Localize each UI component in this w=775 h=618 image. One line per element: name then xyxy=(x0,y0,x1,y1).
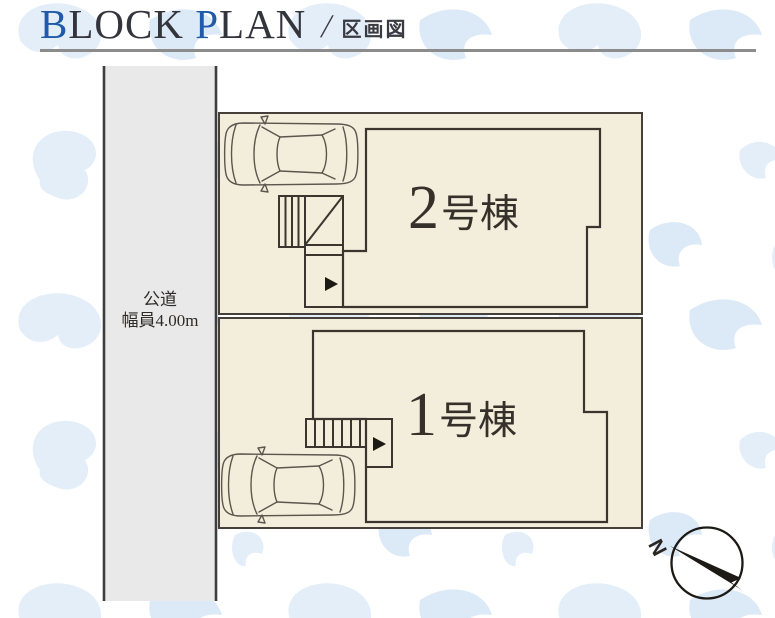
page-title: BLOCK PLAN xyxy=(40,4,306,45)
building-2-label: 2 号棟 xyxy=(408,174,520,242)
building-2-suffix: 号棟 xyxy=(441,193,520,237)
building-2-footprint xyxy=(341,127,602,309)
page-subtitle: 区画図 xyxy=(341,19,408,41)
title-lan: LAN xyxy=(219,1,307,47)
road-type-label: 公道 xyxy=(143,290,177,309)
title-separator-slash: / xyxy=(318,9,336,45)
title-lock: LOCK xyxy=(68,1,196,47)
title-letter-p: P xyxy=(195,1,220,47)
header-divider xyxy=(40,49,756,52)
title-letter-b: B xyxy=(40,1,69,47)
building-2-entrance-arrow-icon xyxy=(325,277,338,291)
road-width-label: 幅員4.00m xyxy=(121,310,199,330)
building-1-porch xyxy=(365,418,393,468)
lot-2-parcel xyxy=(218,112,643,315)
compass-needle xyxy=(670,546,742,590)
building-1-number: 1 xyxy=(406,381,437,449)
road-label: 公道 幅員4.00m xyxy=(104,290,216,331)
building-1-label: 1 号棟 xyxy=(406,381,518,449)
road-strip xyxy=(102,66,218,601)
lot-1-parcel xyxy=(218,317,643,529)
building-2-porch xyxy=(304,244,344,308)
building-2-number: 2 xyxy=(408,174,439,242)
building-1-entrance-arrow-icon xyxy=(373,437,386,451)
page-header: BLOCK PLAN / 区画図 xyxy=(40,4,408,46)
building-1-suffix: 号棟 xyxy=(439,400,518,444)
compass-icon xyxy=(670,526,744,600)
